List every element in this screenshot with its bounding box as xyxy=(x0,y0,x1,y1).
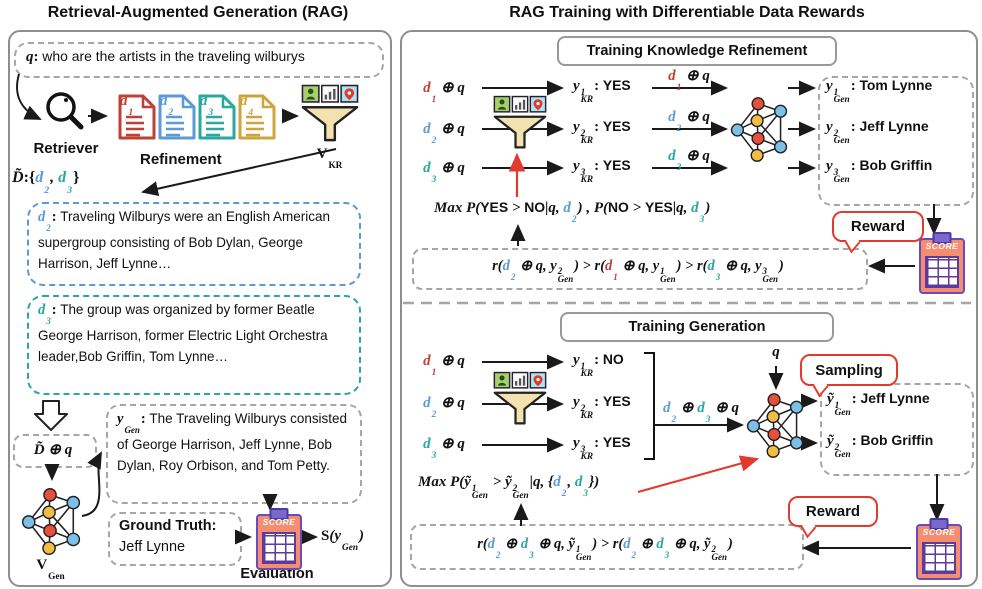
generator-network-icon xyxy=(729,95,789,165)
score-grid xyxy=(262,532,296,564)
section-header-knowledge-refinement: Training Knowledge Refinement xyxy=(557,36,837,66)
query-box xyxy=(14,42,384,78)
score-grid xyxy=(922,542,956,574)
reward-bubble: Reward xyxy=(788,496,878,527)
knowledge-refiner-funnel-icon xyxy=(493,371,547,429)
knowledge-refiner-funnel-icon xyxy=(493,95,547,153)
score-label: SCORE xyxy=(262,517,296,527)
generator-network-icon xyxy=(745,391,805,461)
query-symbol: q xyxy=(772,344,780,360)
ground-truth-label: Ground Truth: xyxy=(119,518,217,534)
query-text: q: who are the artists in the traveling … xyxy=(26,48,305,65)
score-clipboard-icon: SCORE xyxy=(916,518,962,580)
score-label: SCORE xyxy=(925,241,959,251)
clipboard-clip xyxy=(269,508,289,520)
passage-d2-box xyxy=(27,202,361,286)
retriever-label: Retriever xyxy=(33,140,99,157)
right-panel-title: RAG Training with Differentiable Data Re… xyxy=(509,4,865,21)
score-clipboard-icon: SCORE xyxy=(919,232,965,294)
refinement-label: Refinement xyxy=(140,151,222,168)
reward-bubble: Reward xyxy=(832,211,924,242)
sampling-bubble: Sampling xyxy=(800,354,898,386)
magnifier-icon xyxy=(46,92,84,130)
score-clipboard-icon: SCORE xyxy=(256,508,302,570)
passage-d3-box xyxy=(27,295,361,395)
ground-truth-value: Jeff Lynne xyxy=(119,539,186,556)
knowledge-refiner-funnel-icon xyxy=(301,84,359,146)
generator-network-icon xyxy=(20,486,82,558)
sampled-outputs-box xyxy=(820,383,974,476)
hollow-down-arrow-icon xyxy=(34,400,68,431)
section-header-generation: Training Generation xyxy=(560,312,834,342)
reward-ranking-box xyxy=(412,248,868,290)
score-label: SCORE xyxy=(922,527,956,537)
gen-outputs-box xyxy=(818,76,974,206)
left-panel-title: Retrieval-Augmented Generation (RAG) xyxy=(47,4,349,21)
ygen-box xyxy=(106,404,362,504)
clipboard-clip xyxy=(932,232,952,244)
right-panel xyxy=(400,30,978,587)
score-grid xyxy=(925,256,959,288)
evaluation-label: Evaluation xyxy=(240,566,314,582)
dq-text: D̃ ⊕ q xyxy=(33,442,73,458)
